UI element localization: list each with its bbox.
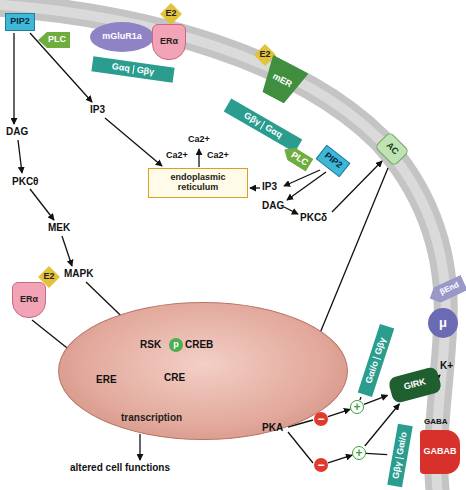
node-text: Gαi/o	[363, 357, 381, 388]
cell-membrane	[0, 4, 446, 490]
inhibit-circle: −	[314, 458, 328, 472]
plc-arrow: PLC	[38, 32, 70, 48]
outcome-label: altered cell functions	[70, 462, 170, 473]
pathway-arrow	[287, 172, 326, 200]
pathway-arrow	[30, 33, 92, 102]
ion-label: K+	[440, 360, 453, 371]
g-protein-band: GαqGβγ	[91, 56, 174, 82]
node-text: ERα	[20, 295, 38, 305]
node-text: mGluR1a	[102, 32, 142, 42]
phospho-circle: p	[169, 338, 183, 352]
dna-element-label: CRE	[164, 372, 185, 383]
receptor-shape: ERα	[152, 24, 186, 60]
pathway-arrow	[198, 149, 199, 167]
ion-label: Ca2+	[166, 150, 188, 160]
inhibition-line	[288, 432, 313, 463]
node-text: E2	[43, 272, 54, 282]
pathway-label: DAG	[262, 200, 284, 211]
node-text: endoplasmic reticulum	[157, 173, 239, 193]
inhibit-circle: −	[314, 412, 328, 426]
node-text: Gβγ	[240, 109, 265, 129]
node-text: AC	[384, 141, 400, 157]
pathway-arrow	[30, 189, 54, 220]
pathway-label: MEK	[48, 222, 70, 233]
node-text: transcription	[121, 412, 182, 423]
dna-element-label: ERE	[96, 374, 117, 385]
ligand-diamond: E2	[160, 3, 182, 25]
nucleus-ellipse: transcription p	[58, 302, 348, 440]
pathway-arrow	[105, 118, 162, 166]
node-text: ERα	[160, 37, 178, 47]
ion-label: Ca2+	[188, 134, 210, 144]
connector	[360, 397, 361, 400]
pip2-box: PIP2	[316, 145, 351, 178]
pip2-box: PIP2	[5, 13, 35, 31]
ion-label: Ca2+	[207, 150, 229, 160]
ligand-label: GABA	[424, 417, 448, 426]
pathway-arrow	[284, 207, 298, 214]
pathway-arrow	[18, 140, 22, 173]
pathway-arrow	[139, 434, 140, 460]
node-text: −	[317, 459, 324, 471]
connector	[366, 453, 387, 454]
g-protein-band: GβγGαq	[224, 99, 303, 153]
node-text: +	[353, 401, 360, 413]
pathway-label: CREB	[185, 339, 213, 350]
node-text: PLC	[48, 35, 66, 45]
ion-channel: GIRK	[387, 366, 442, 404]
node-text: Gαq	[108, 61, 133, 74]
node-text: Gβγ	[132, 65, 158, 78]
pathway-label: RSK	[140, 339, 161, 350]
node-text: PIP2	[10, 17, 30, 27]
node-text: GABAB	[424, 447, 457, 457]
pathway-label: PKCθ	[12, 176, 39, 187]
activate-circle: +	[352, 446, 366, 460]
node-text: PLC	[289, 150, 310, 168]
pathway-arrow	[13, 33, 14, 124]
node-text: −	[317, 413, 324, 425]
ligand-arrow: βEnd	[426, 275, 466, 306]
receptor-ellipse: mGluR1a	[90, 22, 154, 52]
node-text: PIP2	[322, 151, 343, 171]
pathway-label: IP3	[90, 104, 105, 115]
pathway-arrow	[62, 236, 72, 266]
node-text: Gαq	[260, 121, 287, 142]
node-text: p	[173, 340, 179, 350]
receptor-circle: μ	[428, 308, 458, 338]
node-text: +	[355, 447, 362, 459]
connector	[328, 455, 352, 463]
pathway-label: MAPK	[64, 268, 93, 279]
node-text: μ	[439, 316, 447, 330]
connector	[328, 409, 350, 416]
pathway-arrow	[250, 187, 260, 188]
node-text: E2	[165, 9, 176, 19]
pathway-label: PKCδ	[300, 212, 327, 223]
pathway-label: IP3	[262, 181, 277, 192]
node-text: Gβγ	[390, 458, 404, 483]
pathway-label: PKA	[262, 422, 283, 433]
receptor-shape: ERα	[12, 282, 46, 318]
pathway-label: DAG	[6, 126, 28, 137]
g-protein-band: GβγGαi/o	[387, 424, 413, 488]
node-text: Gβγ	[372, 334, 389, 360]
membrane-shade	[0, 4, 446, 490]
receptor-shape: GABAB	[420, 430, 460, 474]
node-text: βEnd	[439, 281, 461, 297]
enzyme-box: AC	[374, 131, 409, 166]
connector	[364, 395, 388, 404]
node-text: mER	[271, 72, 294, 90]
node-text: Gαi/o	[395, 428, 410, 459]
organelle-box: endoplasmic reticulum	[148, 168, 248, 198]
pathway-arrow	[284, 170, 320, 186]
node-text: GIRK	[403, 377, 427, 392]
activate-circle: +	[350, 400, 364, 414]
node-text: E2	[259, 50, 270, 60]
